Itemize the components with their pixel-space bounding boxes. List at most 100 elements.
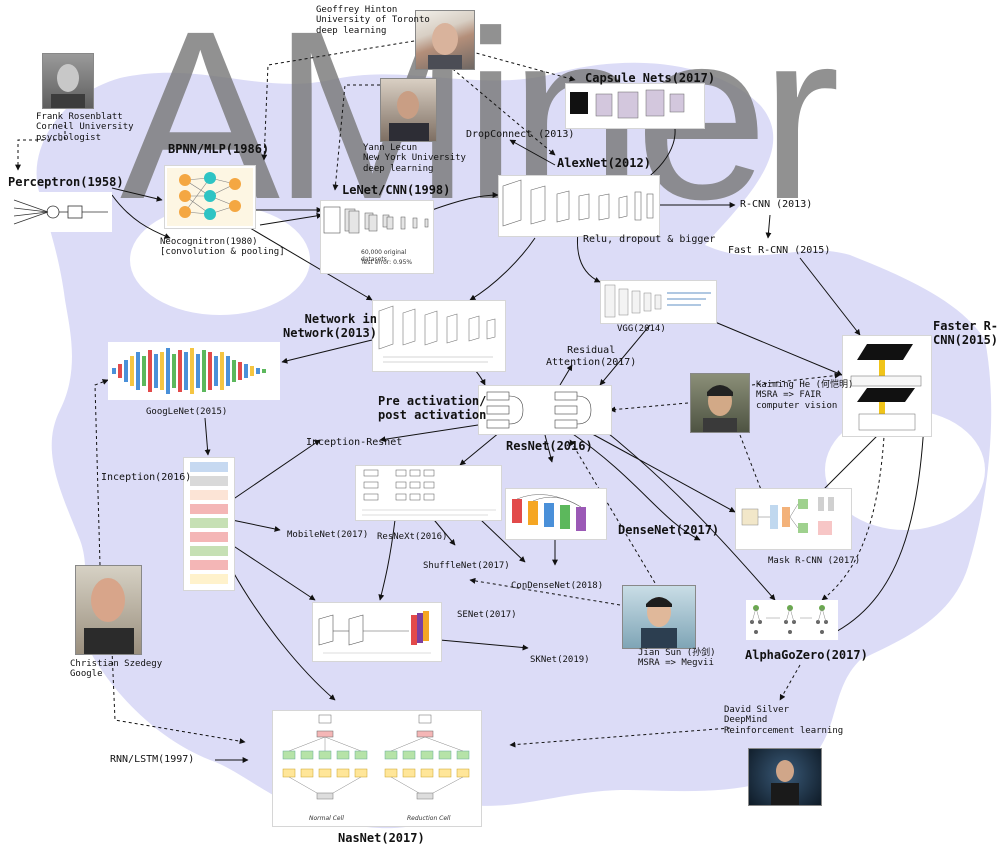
fast-rcnn-label: Fast R-CNN (2015) (728, 245, 831, 256)
edge-fast-faster (799, 257, 861, 336)
he-photo (690, 373, 750, 433)
edge-faster-alphago (829, 404, 926, 636)
hinton-photo (415, 10, 475, 70)
nasnet-normal-label: Normal Cell (309, 815, 344, 822)
vgg-architecture-icon (604, 284, 711, 318)
nasnet-cells-icon (282, 714, 470, 800)
edge-inception-inceptionresnet (231, 439, 321, 501)
perceptron-diagram-icon (13, 199, 108, 225)
nasnet-figure: Normal Cell Reduction Cell (272, 710, 482, 827)
dash-sun-resnet (569, 439, 659, 589)
dash-silver-nasnet (509, 727, 731, 748)
faster-rcnn-architecture-icon (850, 344, 922, 431)
he-caption: Kaiming He (何恺明) MSRA => FAIR computer v… (756, 380, 854, 411)
bpnn-figure (164, 165, 256, 229)
edge-rcnn-fast (765, 214, 772, 239)
faster-rcnn-figure (842, 335, 932, 437)
lenet-figure: 60,000 original datasets Test error: 0.9… (320, 200, 434, 274)
senet-label: SENet(2017) (457, 610, 517, 620)
alphago-figure (746, 600, 838, 640)
neocognitron-label: Neocognitron(1980) [convolution & poolin… (160, 237, 285, 258)
edge-inception-senet (231, 544, 316, 601)
lecun-portrait-icon (389, 91, 429, 141)
inception-figure (183, 457, 235, 591)
edge-alexnet-vgg (576, 231, 601, 283)
lenet-architecture-icon (323, 206, 429, 234)
dash-hinton-capsule (464, 49, 576, 82)
relu-note: Relu, dropout & bigger (583, 234, 716, 245)
densenet-label: DenseNet(2017) (618, 523, 720, 537)
silver-caption: David Silver DeepMind Reinforcement lear… (724, 705, 844, 736)
rosenblatt-photo (42, 53, 94, 109)
edge-lenet-alexnet (431, 192, 499, 211)
rnn-label: RNN/LSTM(1997) (110, 754, 195, 765)
nin-figure (372, 300, 506, 372)
hinton-caption: Geoffrey Hinton University of Toronto de… (316, 5, 430, 36)
dash-rosenblatt-perceptron (15, 125, 66, 171)
alexnet-figure (498, 175, 660, 237)
edge-inception-nasnet (231, 569, 336, 701)
preact-label: Pre activation/ post activation (378, 394, 487, 422)
dash-hinton-alexnet (447, 64, 556, 156)
alexnet-architecture-icon (502, 179, 654, 227)
alexnet-label: AlexNet(2012) (557, 156, 651, 170)
condensenet-label: ConDenseNet(2018) (511, 581, 604, 591)
mask-rcnn-label: Mask R-CNN (2017) (768, 556, 861, 566)
capsule-figure (565, 83, 705, 129)
capsule-label: Capsule Nets(2017) (585, 71, 716, 85)
densenet-block-icon (512, 494, 586, 531)
capsule-architecture-icon (570, 89, 685, 119)
densenet-figure (505, 488, 607, 540)
edge-resnet-residual (559, 364, 573, 386)
resnext-figure (355, 465, 502, 521)
edge-neo-lenet (259, 212, 323, 226)
lenet-datasets-text: 60,000 original datasets (361, 249, 407, 263)
inception-resnet-label: Inception-Resnet (306, 437, 403, 448)
nin-architecture-icon (378, 305, 496, 363)
sun-portrait-icon (641, 597, 677, 648)
resnet-figure (478, 385, 612, 435)
he-portrait-icon (703, 385, 737, 432)
shufflenet-label: ShuffleNet(2017) (423, 561, 510, 571)
lecun-photo (380, 78, 437, 142)
senet-figure (312, 602, 442, 662)
bpnn-label: BPNN/MLP(1986) (168, 142, 270, 156)
szegedy-portrait-icon (84, 578, 134, 654)
sknet-label: SKNet(2019) (530, 655, 590, 665)
mlp-network-icon (167, 168, 253, 226)
edge-resnet-maskrcnn (584, 429, 736, 513)
rosenblatt-portrait-icon (51, 64, 85, 108)
dropconnect-label: DropConnect (2013) (466, 129, 575, 140)
residual-attention-label: Residual Attention(2017) (546, 345, 637, 368)
edge-faster-mask (817, 434, 879, 496)
perceptron-figure (8, 192, 112, 232)
perceptron-label: Perceptron(1958) (8, 175, 124, 189)
edge-resnet-shufflenet (569, 431, 701, 541)
edge-bpnn-nin (249, 227, 373, 301)
dash-szegedy-googlenet (94, 379, 109, 566)
edge-perceptron-neocognitron (111, 194, 171, 239)
szegedy-caption: Christian Szedegy Google (70, 659, 163, 680)
senet-block-icon (318, 611, 431, 654)
alphagozero-label: AlphaGoZero(2017) (745, 648, 868, 662)
rcnn-label: R-CNN (2013) (740, 199, 813, 210)
dash-szegedy-nasnet (111, 649, 246, 745)
dash-hinton-bpnn (261, 39, 421, 161)
edge-resnext-senet (378, 519, 396, 601)
lenet-label: LeNet/CNN(1998) (342, 183, 451, 197)
edge-vgg-faster (714, 321, 843, 376)
lecun-caption: Yann Lecun New York University deep lear… (363, 143, 466, 174)
silver-portrait-icon (771, 760, 799, 805)
resnet-block-icon (486, 391, 592, 429)
edge-senet-sknet (439, 639, 529, 651)
dash-he-faster (751, 372, 841, 386)
silver-photo (748, 748, 822, 806)
resnext-block-icon (362, 469, 496, 516)
sun-caption: Jian Sun (孙剑) MSRA => Megvii (638, 648, 716, 669)
inception-label: Inception(2016) (101, 472, 192, 483)
mask-rcnn-architecture-icon (741, 497, 834, 535)
edge-alexnet-nin (469, 237, 536, 301)
resnet-label: ResNet(2016) (506, 439, 593, 453)
vgg-label: VGG(2014) (617, 324, 666, 334)
